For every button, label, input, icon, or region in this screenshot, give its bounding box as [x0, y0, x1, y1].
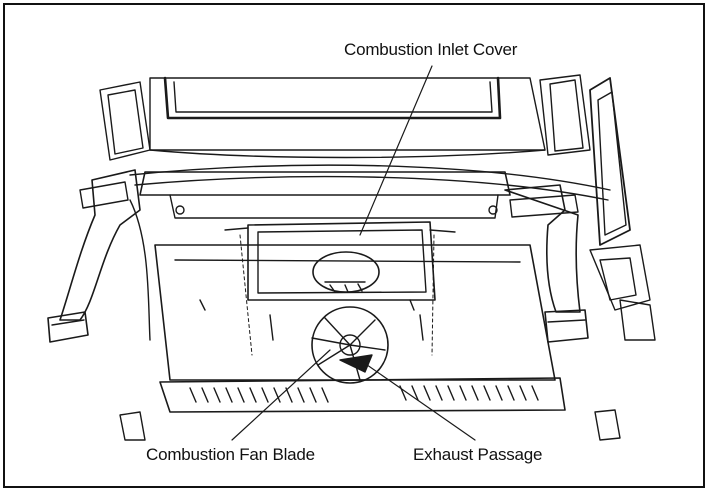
stove-upper-body [99, 74, 631, 246]
top-ledge [139, 171, 511, 219]
leader-fan-blade [231, 349, 331, 441]
leader-inlet-cover [359, 65, 433, 236]
guide-lines [239, 234, 435, 356]
leader-exhaust-passage [359, 359, 476, 441]
leader-lines [231, 65, 476, 441]
left-leg [47, 169, 151, 343]
vent-grille [119, 377, 621, 441]
inlet-cover-label: Combustion Inlet Cover [344, 40, 518, 59]
exhaust-passage-label: Exhaust Passage [413, 445, 543, 464]
fan-blade-label: Combustion Fan Blade [146, 445, 315, 464]
fan-blade [311, 306, 389, 384]
right-leg [504, 184, 656, 343]
firebox-panel [154, 244, 556, 381]
inlet-cover-plate [224, 221, 456, 301]
